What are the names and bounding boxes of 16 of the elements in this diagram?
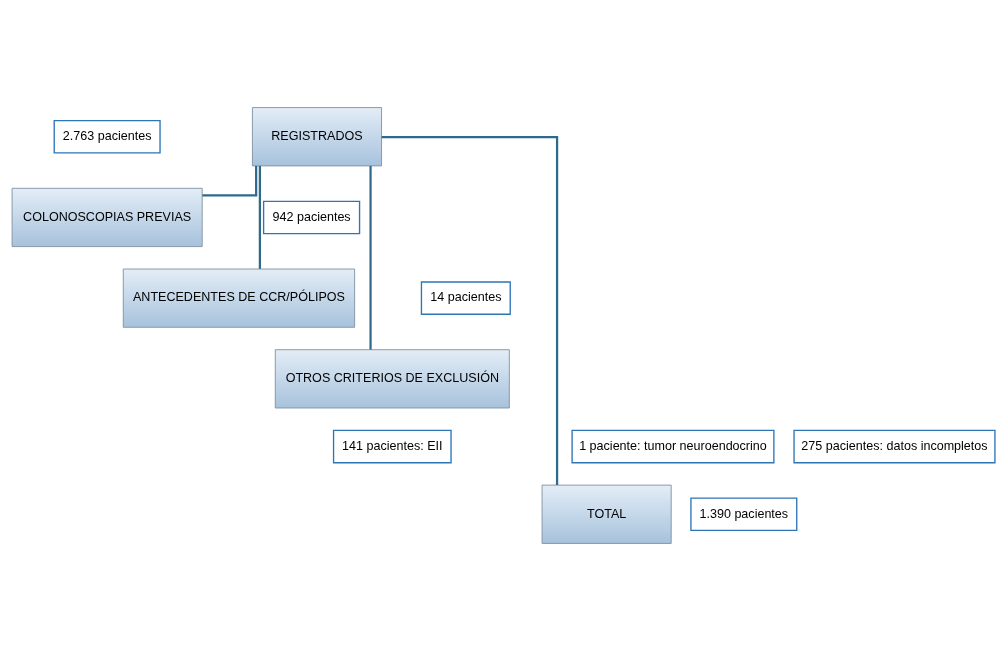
node-box: 1 paciente: tumor neuroendocrino — [571, 429, 775, 463]
connector — [381, 135, 559, 485]
node-box: 141 pacientes: EII — [332, 429, 452, 463]
node-box: REGISTRADOS — [251, 106, 382, 166]
node-box: 14 pacientes — [420, 280, 511, 315]
node-box: OTROS CRITERIOS DE EXCLUSIÓN — [274, 348, 510, 408]
node-box: ANTECEDENTES DE CCR/PÓLIPOS — [122, 268, 356, 328]
node-box: 275 pacientes: datos incompletos — [793, 429, 996, 463]
node-box: TOTAL — [541, 484, 672, 544]
connector — [258, 165, 261, 269]
node-box: 942 pacientes — [262, 200, 361, 234]
node-box: 2.763 pacientes — [53, 119, 161, 154]
node-box: 1.390 pacientes — [690, 496, 798, 531]
connector — [369, 165, 372, 350]
connector — [202, 165, 258, 197]
node-box: COLONOSCOPIAS PREVIAS — [11, 187, 203, 247]
